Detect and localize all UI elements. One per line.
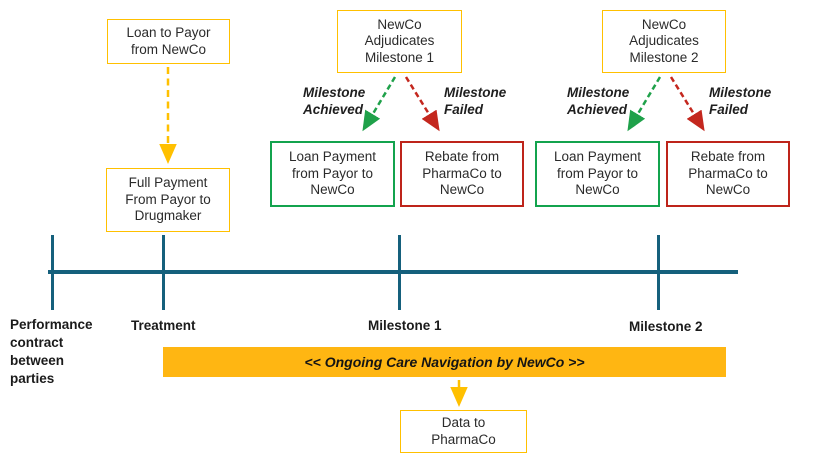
loan-to-payor-box: Loan to Payor from NewCo	[107, 19, 230, 64]
timeline-tick-milestone2	[657, 235, 660, 310]
rebate-milestone1-box: Rebate from PharmaCo to NewCo	[400, 141, 524, 207]
loan-payment-milestone1-box: Loan Payment from Payor to NewCo	[270, 141, 395, 207]
timeline-label-treatment: Treatment	[131, 318, 196, 333]
timeline-tick-milestone1	[398, 235, 401, 310]
milestone1-achieved-label: Milestone Achieved	[303, 85, 366, 117]
milestone2-achieved-label: Milestone Achieved	[567, 85, 630, 117]
milestone2-failed-label: Milestone Failed	[709, 85, 772, 117]
loan-payment-milestone2-box: Loan Payment from Payor to NewCo	[535, 141, 660, 207]
timeline-tick-treatment	[162, 235, 165, 310]
timeline-axis	[48, 270, 738, 274]
milestone1-failed-arrow	[404, 76, 440, 132]
data-to-pharmaco-box: Data to PharmaCo	[400, 410, 527, 453]
milestone1-failed-label: Milestone Failed	[444, 85, 507, 117]
adjudicate-milestone1-box: NewCo Adjudicates Milestone 1	[337, 10, 462, 73]
rebate-milestone2-box: Rebate from PharmaCo to NewCo	[666, 141, 790, 207]
timeline-label-milestone1: Milestone 1	[368, 318, 442, 333]
timeline-tick-performance-contract	[51, 235, 54, 310]
milestone2-achieved-arrow	[627, 76, 662, 132]
full-payment-box: Full Payment From Payor to Drugmaker	[106, 168, 230, 232]
milestone2-failed-arrow	[669, 76, 705, 132]
timeline-label-milestone2: Milestone 2	[629, 319, 703, 334]
timeline-label-performance-contract: Performance contract between parties	[10, 317, 93, 386]
milestone1-achieved-arrow	[362, 76, 397, 132]
care-navigation-banner: << Ongoing Care Navigation by NewCo >>	[163, 347, 726, 377]
adjudicate-milestone2-box: NewCo Adjudicates Milestone 2	[602, 10, 726, 73]
